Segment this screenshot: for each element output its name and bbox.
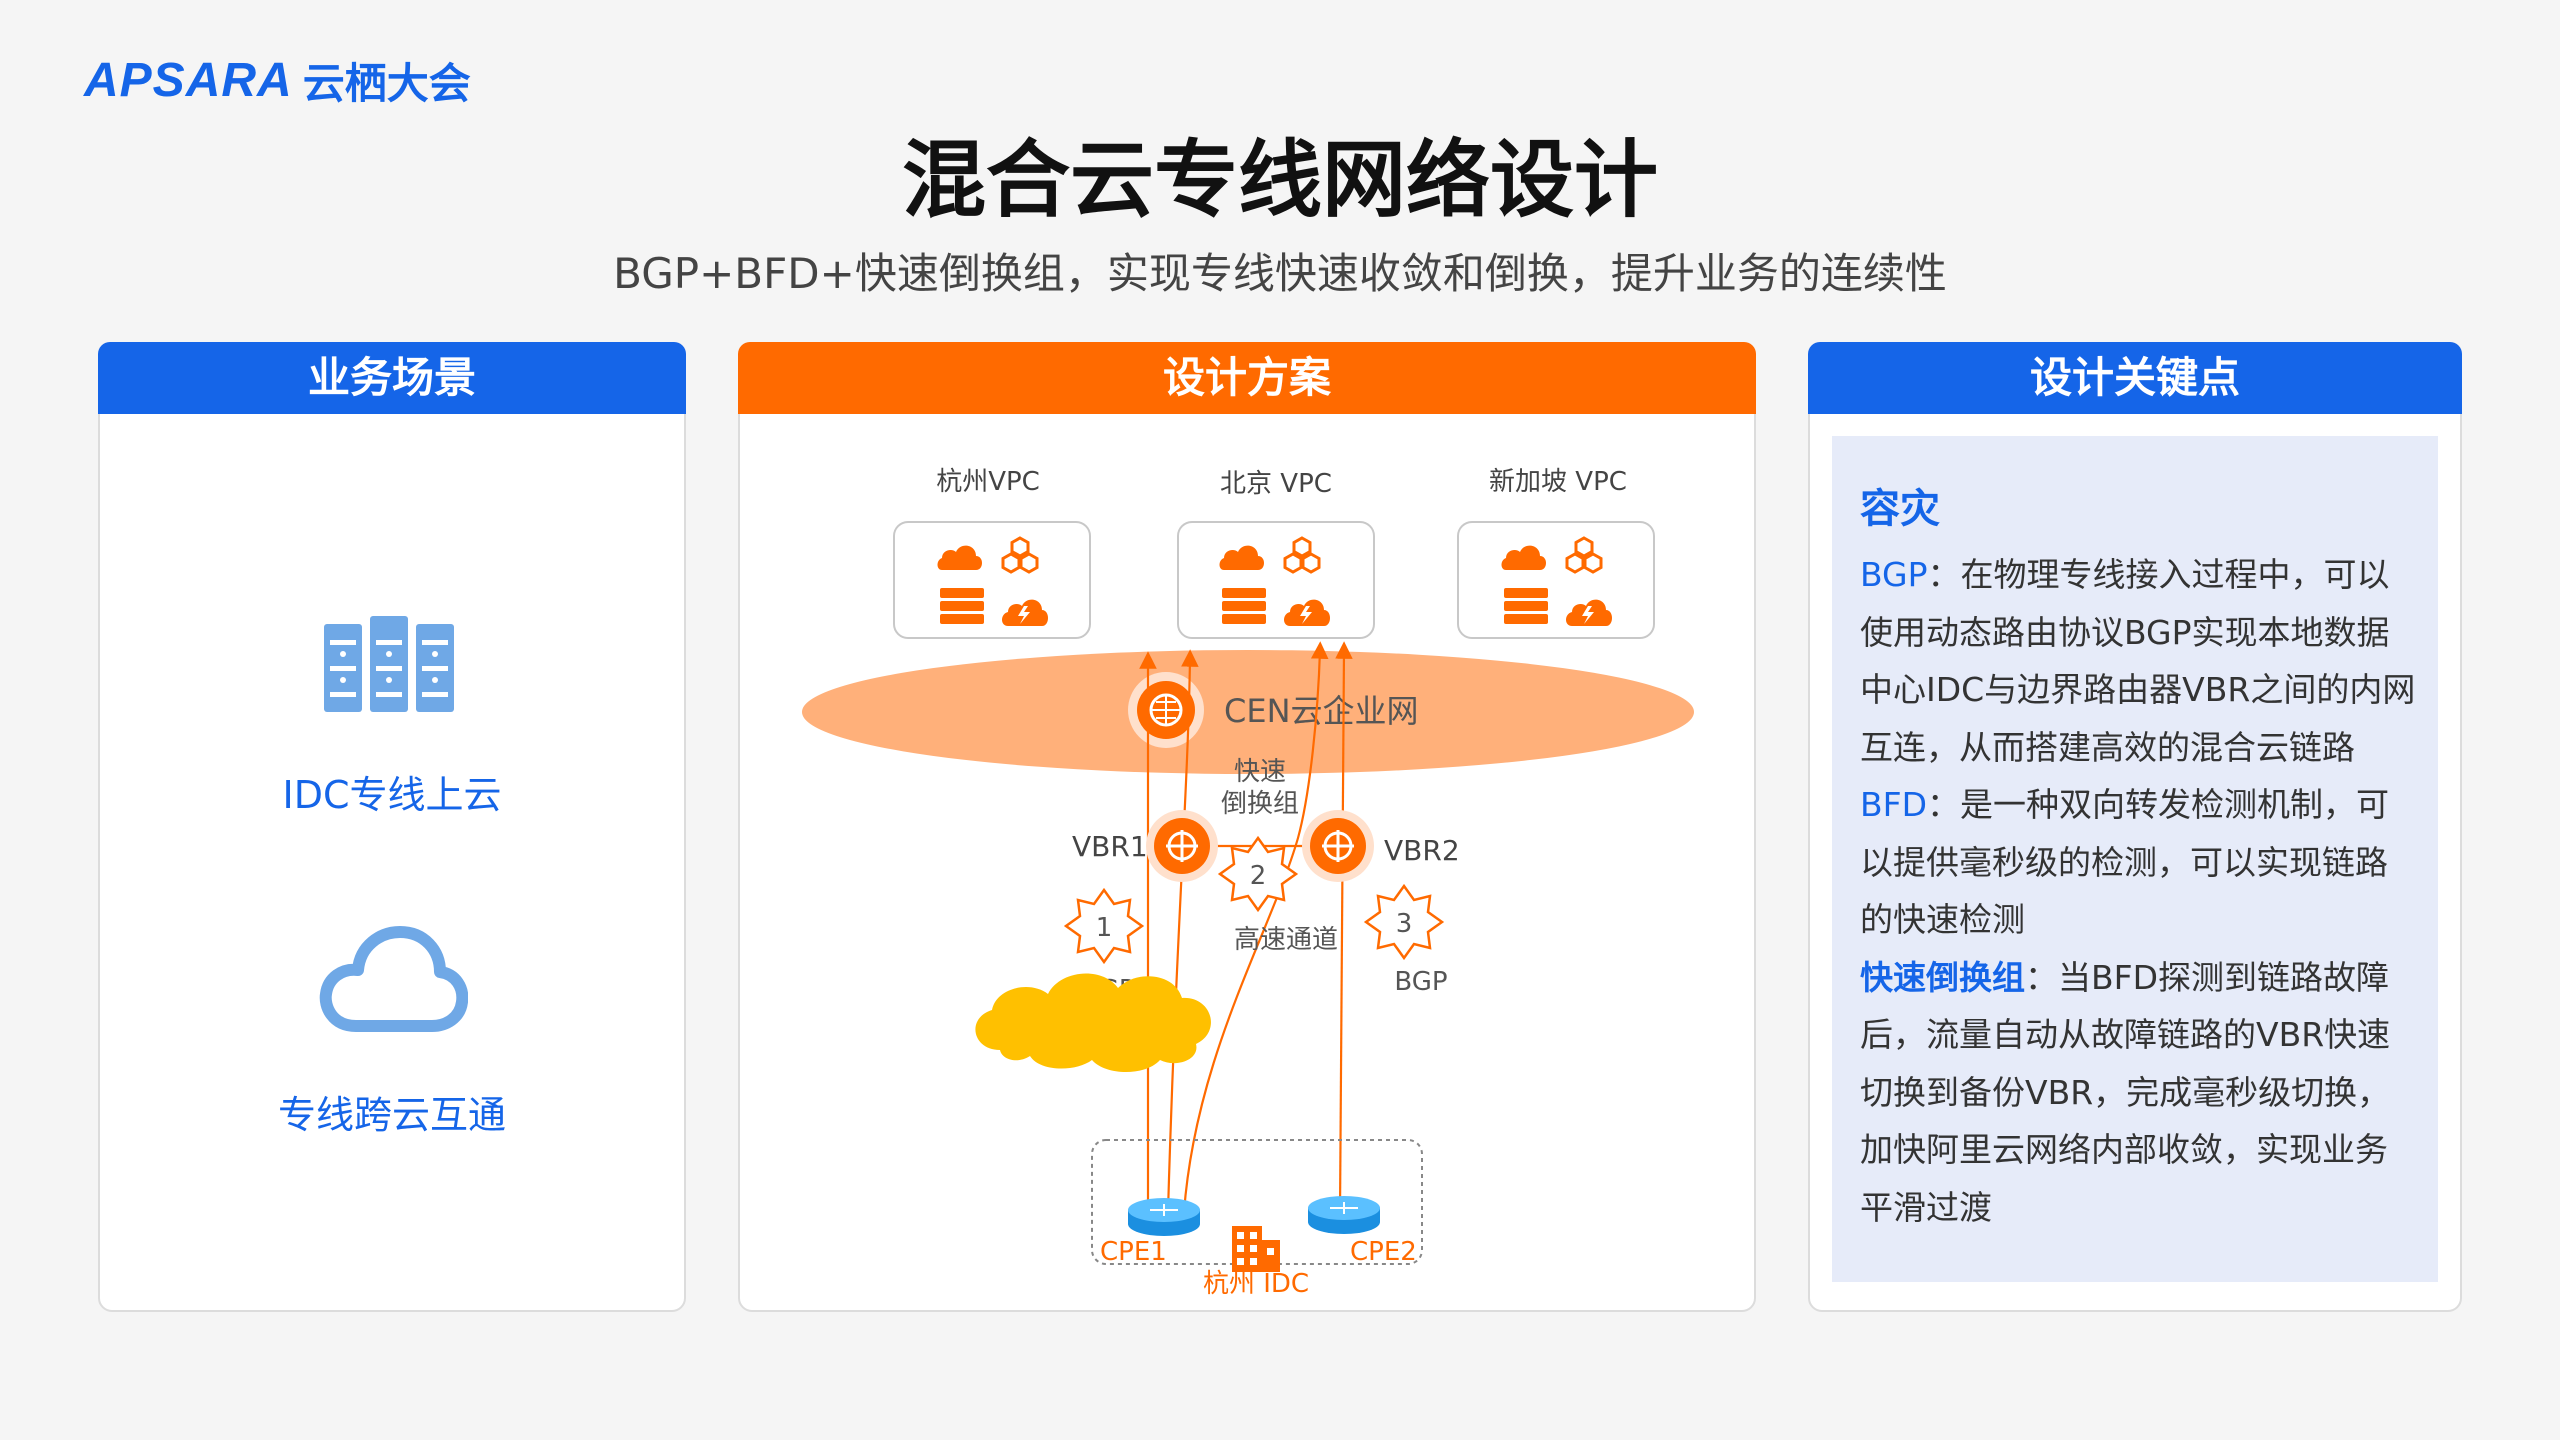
design-panel-header: 设计方案 xyxy=(738,342,1756,414)
cen-label: CEN云企业网 xyxy=(1224,692,1419,730)
design-panel: 设计方案 xyxy=(738,342,1756,1312)
key-points-panel-header: 设计关键点 xyxy=(1808,342,2462,414)
scenario-panel-header: 业务场景 xyxy=(98,342,686,414)
building-icon xyxy=(1232,1226,1280,1272)
cen-ellipse xyxy=(802,650,1694,774)
badge-1: 1 xyxy=(1063,887,1145,965)
key-points-panel: 设计关键点 容灾 BGP：在物理专线接入过程中，可以使用动态路由协议BGP实现本… xyxy=(1808,342,2462,1312)
leased-line-cloud xyxy=(975,973,1211,1072)
high-speed-channel-label: 高速通道 xyxy=(1234,925,1338,955)
bfd-description: ：是一种双向转发检测机制，可以提供毫秒级的检测，可以实现链路的快速检测 xyxy=(1860,785,2390,939)
fast-switch-label-line1: 快速 xyxy=(1234,757,1286,787)
vpc-box-beijing xyxy=(1177,521,1375,639)
cpe2-label: CPE2 xyxy=(1350,1237,1417,1267)
fast-switch-group-description: ：当BFD探测到链路故障后，流量自动从故障链路的VBR快速切换到备份VBR，完成… xyxy=(1860,957,2391,1227)
scenario-cross-cloud-label: 专线跨云互通 xyxy=(277,1093,506,1137)
brand-chinese: 云栖大会 xyxy=(302,58,471,108)
svg-text:1: 1 xyxy=(1096,913,1113,943)
bgp-description: ：在物理专线接入过程中，可以使用动态路由协议BGP实现本地数据中心IDC与边界路… xyxy=(1860,555,2416,767)
vbr2-label: VBR2 xyxy=(1384,834,1460,867)
scenario-panel: 业务场景 IDC专线上云 专线跨云互通 xyxy=(98,342,686,1312)
badge-3: 3 xyxy=(1363,883,1445,961)
cen-router-icon xyxy=(1128,672,1204,748)
vpc-box-singapore xyxy=(1457,521,1655,639)
svg-text:3: 3 xyxy=(1396,909,1413,939)
badge-2: 2 xyxy=(1217,835,1299,913)
cpe2-device-icon xyxy=(1308,1196,1380,1234)
disaster-recovery-heading: 容灾 xyxy=(1860,486,1940,532)
fast-switch-group-term: 快速倒换组 xyxy=(1860,957,2025,997)
bgp-term: BGP xyxy=(1860,555,1928,594)
vbr1-router-icon xyxy=(1146,810,1218,882)
server-rack-icon xyxy=(324,616,454,712)
vpc-label-hangzhou: 杭州VPC xyxy=(936,467,1040,497)
fast-switch-label-line2: 倒换组 xyxy=(1221,789,1299,819)
svg-text:2: 2 xyxy=(1250,861,1267,891)
page-subtitle: BGP+BFD+快速倒换组，实现专线快速收敛和倒换，提升业务的连续性 xyxy=(613,249,1947,298)
brand-latin: APSARA xyxy=(84,53,293,107)
cpe1-device-icon xyxy=(1128,1198,1200,1236)
key-points-text: BGP：在物理专线接入过程中，可以使用动态路由协议BGP实现本地数据中心IDC与… xyxy=(1860,546,2420,1236)
vpc-box-hangzhou xyxy=(893,521,1091,639)
cpe1-label: CPE1 xyxy=(1100,1237,1167,1267)
leased-line-label: 专线 xyxy=(1238,1001,1298,1036)
key-points-box: 容灾 BGP：在物理专线接入过程中，可以使用动态路由协议BGP实现本地数据中心I… xyxy=(1832,436,2438,1282)
network-diagram: 杭州VPC 北京 VPC 新加坡 VPC CEN云企业网 xyxy=(802,467,1694,1299)
vbr1-label: VBR1 xyxy=(1072,830,1148,863)
cloud-icon xyxy=(319,926,468,1032)
page-title: 混合云专线网络设计 xyxy=(901,131,1658,229)
vpc-label-beijing: 北京 VPC xyxy=(1220,469,1332,499)
vpc-label-singapore: 新加坡 VPC xyxy=(1489,467,1627,497)
scenario-idc-label: IDC专线上云 xyxy=(282,773,502,817)
bgp-label-right: BGP xyxy=(1394,967,1447,997)
vbr2-router-icon xyxy=(1302,810,1374,882)
idc-label: 杭州 IDC xyxy=(1203,1269,1309,1299)
bfd-term: BFD xyxy=(1860,785,1928,824)
brand-logo: APSARA 云栖大会 xyxy=(84,52,471,108)
